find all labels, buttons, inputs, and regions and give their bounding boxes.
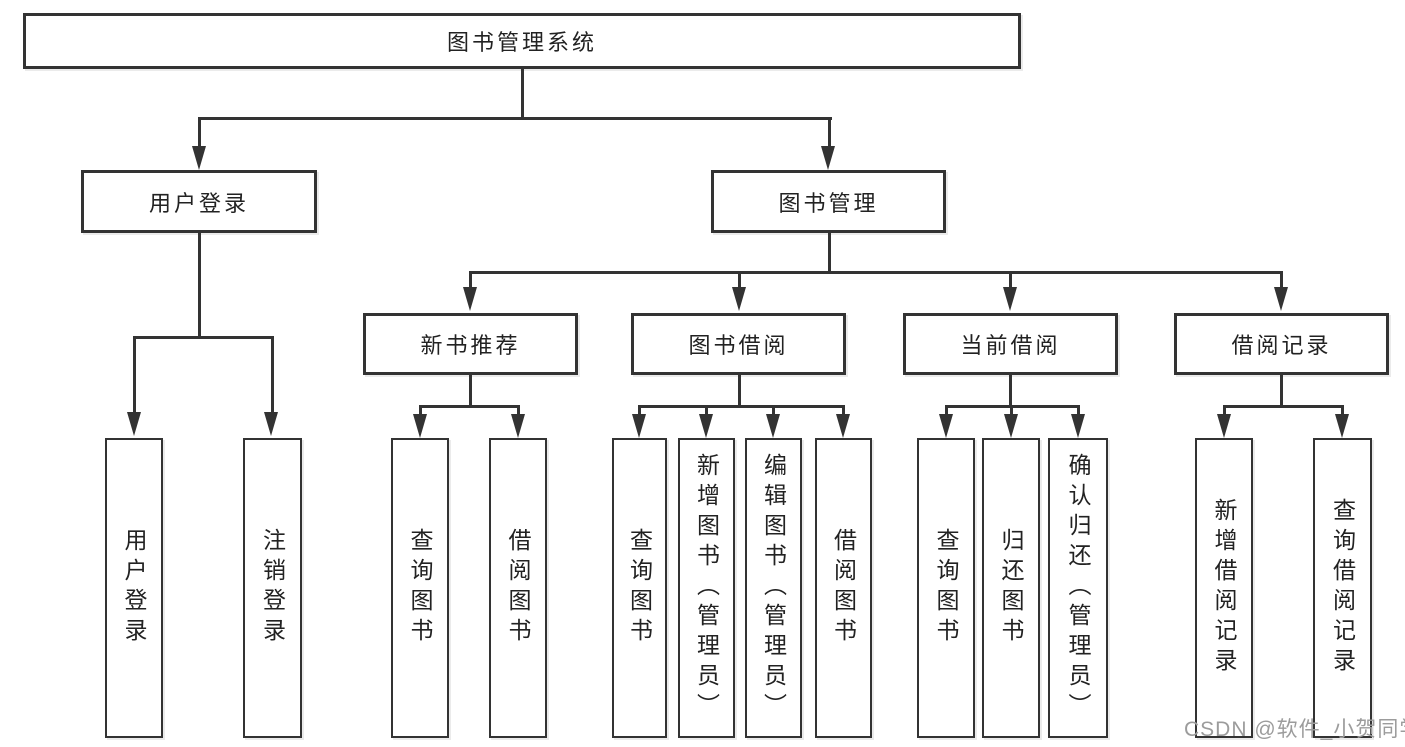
leaf-return-book: 归还图书 — [982, 438, 1040, 738]
leaf-search-borrow-record-label: 查询借阅记录 — [1329, 498, 1356, 678]
leaf-borrow-books: 借阅图书 — [815, 438, 872, 738]
connector-line — [198, 232, 201, 339]
leaf-search-books-recommend: 查询图书 — [391, 438, 449, 738]
node-root: 图书管理系统 — [23, 13, 1021, 69]
leaf-add-book-admin-label: 新增图书（管理员） — [693, 453, 720, 723]
leaf-edit-book-admin-label: 编辑图书（管理员） — [760, 453, 787, 723]
arrow-down-icon — [1004, 414, 1018, 438]
arrow-down-icon — [939, 414, 953, 438]
connector-line — [133, 336, 136, 415]
csdn-watermark: CSDN @软件_小贺同学 — [1184, 718, 1405, 741]
connector-line — [1280, 271, 1283, 291]
leaf-edit-book-admin: 编辑图书（管理员） — [745, 438, 802, 738]
connector-line — [1009, 375, 1012, 408]
arrow-down-icon — [1274, 287, 1288, 311]
arrow-down-icon — [699, 414, 713, 438]
leaf-borrow-books-label: 借阅图书 — [830, 528, 857, 648]
node-book-borrow: 图书借阅 — [631, 313, 846, 375]
node-root-label: 图书管理系统 — [446, 30, 597, 55]
arrow-down-icon — [632, 414, 646, 438]
arrow-down-icon — [413, 414, 427, 438]
arrow-down-icon — [511, 414, 525, 438]
arrow-down-icon — [192, 146, 206, 170]
connector-line — [198, 117, 832, 120]
leaf-user-login-label: 用户登录 — [121, 528, 147, 648]
arrow-down-icon — [821, 146, 835, 170]
arrow-down-icon — [836, 414, 850, 438]
leaf-search-borrow-record: 查询借阅记录 — [1313, 438, 1372, 738]
node-current-borrow: 当前借阅 — [903, 313, 1118, 375]
arrow-down-icon — [766, 414, 780, 438]
connector-line — [828, 117, 831, 150]
node-new-book-recommend: 新书推荐 — [363, 313, 578, 375]
connector-line — [198, 117, 201, 150]
arrow-down-icon — [127, 412, 141, 436]
leaf-logout-label: 注销登录 — [259, 528, 286, 648]
leaf-search-books-current: 查询图书 — [917, 438, 975, 738]
connector-line — [469, 271, 472, 291]
connector-line — [1223, 405, 1344, 408]
leaf-search-books-recommend-label: 查询图书 — [407, 528, 433, 648]
connector-line — [419, 405, 520, 408]
connector-line — [738, 375, 741, 408]
connector-line — [705, 405, 708, 416]
connector-line — [521, 69, 524, 120]
leaf-add-borrow-record-label: 新增借阅记录 — [1211, 498, 1237, 678]
leaf-borrow-books-recommend: 借阅图书 — [489, 438, 547, 738]
connector-line — [419, 405, 422, 416]
connector-line — [738, 271, 741, 291]
arrow-down-icon — [732, 287, 746, 311]
node-book-management-label: 图书管理 — [778, 190, 879, 216]
leaf-confirm-return-admin: 确认归还（管理员） — [1048, 438, 1108, 738]
connector-line — [828, 232, 831, 274]
connector-line — [1009, 271, 1012, 291]
node-borrow-records-label: 借阅记录 — [1231, 333, 1332, 358]
connector-line — [638, 405, 641, 416]
leaf-return-book-label: 归还图书 — [998, 528, 1024, 648]
leaf-add-borrow-record: 新增借阅记录 — [1195, 438, 1253, 738]
connector-line — [1010, 405, 1013, 416]
leaf-search-books-borrow: 查询图书 — [612, 438, 667, 738]
arrow-down-icon — [1335, 414, 1349, 438]
leaf-logout: 注销登录 — [243, 438, 302, 738]
connector-line — [1077, 405, 1080, 416]
node-current-borrow-label: 当前借阅 — [960, 333, 1061, 358]
arrow-down-icon — [463, 287, 477, 311]
leaf-search-books-current-label: 查询图书 — [933, 528, 959, 648]
leaf-add-book-admin: 新增图书（管理员） — [678, 438, 735, 738]
node-user-login-label: 用户登录 — [148, 190, 249, 216]
connector-line — [469, 375, 472, 408]
node-book-borrow-label: 图书借阅 — [688, 333, 789, 358]
arrow-down-icon — [1003, 287, 1017, 311]
connector-line — [469, 271, 1283, 274]
node-borrow-records: 借阅记录 — [1174, 313, 1389, 375]
connector-line — [945, 405, 948, 416]
node-new-book-recommend-label: 新书推荐 — [420, 333, 521, 358]
leaf-confirm-return-admin-label: 确认归还（管理员） — [1065, 453, 1091, 723]
connector-line — [1223, 405, 1226, 416]
connector-line — [842, 405, 845, 416]
node-user-login: 用户登录 — [81, 170, 317, 233]
connector-line — [1280, 375, 1283, 408]
arrow-down-icon — [1217, 414, 1231, 438]
leaf-search-books-borrow-label: 查询图书 — [626, 528, 653, 648]
arrow-down-icon — [1071, 414, 1085, 438]
connector-line — [271, 336, 274, 415]
connector-line — [638, 405, 845, 408]
connector-line — [772, 405, 775, 416]
arrow-down-icon — [264, 412, 278, 436]
node-book-management: 图书管理 — [711, 170, 946, 233]
connector-line — [517, 405, 520, 416]
leaf-user-login: 用户登录 — [105, 438, 163, 738]
connector-line — [133, 336, 274, 339]
leaf-borrow-books-recommend-label: 借阅图书 — [505, 528, 531, 648]
connector-line — [1341, 405, 1344, 416]
